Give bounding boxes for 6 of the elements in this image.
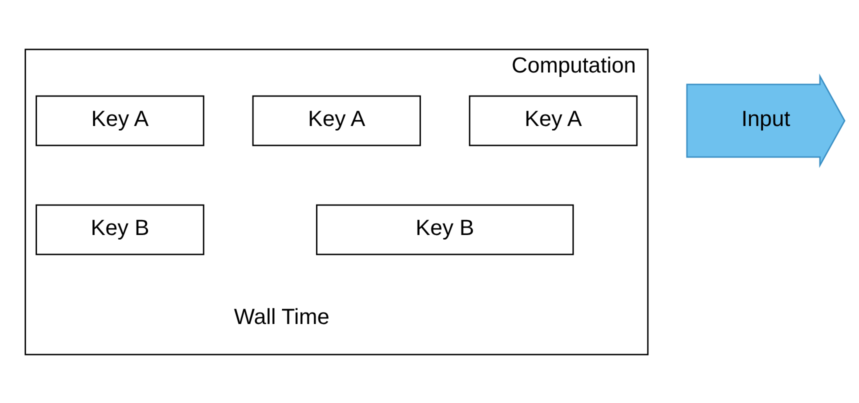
node-box: Key A bbox=[468, 94, 638, 146]
node-box: Key B bbox=[316, 204, 574, 255]
node-box: Key B bbox=[36, 204, 204, 255]
label: Wall Time bbox=[234, 304, 330, 329]
node-box: Key A bbox=[252, 94, 421, 146]
node-box: Key A bbox=[36, 94, 204, 146]
